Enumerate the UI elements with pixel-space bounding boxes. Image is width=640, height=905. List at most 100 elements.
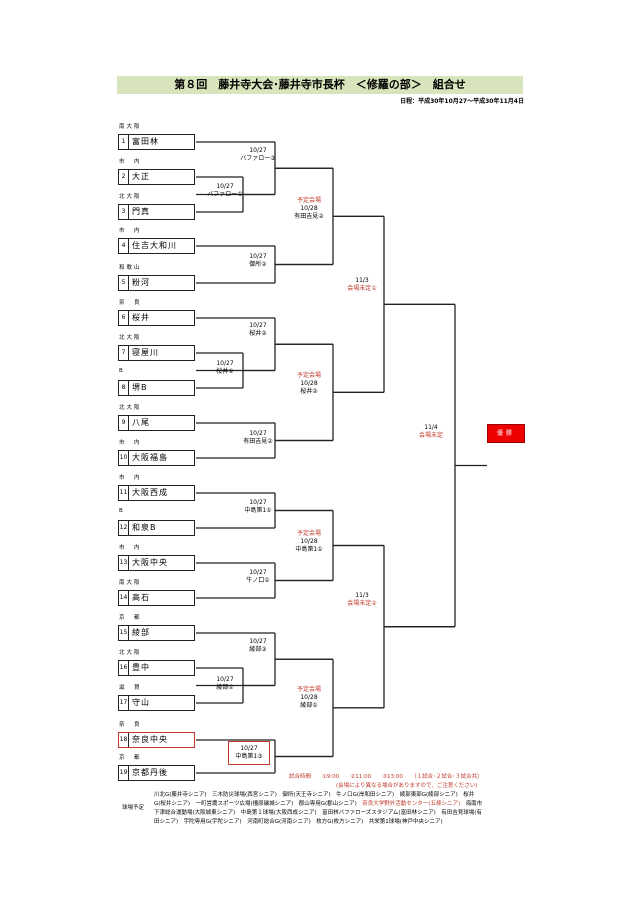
team-region: 南大阪 (119, 580, 142, 586)
team-number: 12 (119, 521, 129, 535)
team-name: 大阪福島 (132, 453, 168, 462)
team-name: 綾部 (132, 628, 150, 637)
match-venue: 桜井② (300, 388, 318, 395)
match-date: 10/27 (249, 430, 267, 437)
match-venue: 中島第1① (295, 546, 323, 553)
match-date: 11/3 (355, 592, 369, 599)
team-region: 奈 良 (119, 300, 142, 306)
team-region: 南大阪 (119, 124, 142, 130)
match-date: 10/27 (216, 183, 234, 190)
match-venue: 綾部③ (249, 646, 267, 653)
team-name: 守山 (132, 698, 150, 707)
team-name: 富田林 (132, 137, 159, 146)
match-date: 11/3 (355, 277, 369, 284)
team-number: 10 (119, 451, 129, 465)
team-number: 17 (119, 696, 129, 710)
match-venue: 中島第1① (244, 507, 272, 514)
match-date: 10/27 (249, 322, 267, 329)
venue-text-highlight: 奈良大学野外活動センター(五條シニア) (362, 801, 461, 807)
team-region: 京 都 (119, 615, 142, 621)
team-name: 和泉B (132, 523, 157, 532)
match-date: 10/27 (249, 638, 267, 645)
venue-tag: 予定会場 (296, 530, 321, 537)
match-venue: 会場未定② (347, 600, 377, 607)
team-name: 桜井 (132, 313, 150, 322)
venue-text: 海南市 (460, 801, 483, 807)
match-venue: 有田吉見② (243, 438, 273, 445)
match-date: 10/27 (216, 676, 234, 683)
team-number: 15 (119, 626, 129, 640)
match-times: 試合時間 ①9:00 ②11:00 ③13:00 （１試合･２試合･３試合共） (289, 774, 483, 780)
team-number: 2 (119, 170, 129, 184)
champion-box: 優勝 (487, 424, 525, 443)
match-date: 10/27 (249, 569, 267, 576)
team-number: 5 (119, 276, 129, 290)
team-name: 大阪中央 (132, 558, 168, 567)
team-name: 豊中 (132, 663, 150, 672)
team-number: 4 (119, 239, 129, 253)
team-region: 市 内 (119, 475, 142, 481)
match-date: 10/28 (300, 694, 318, 701)
match-date: 11/4 (424, 424, 438, 431)
team-region: 北大阪 (119, 405, 142, 411)
venue-line: 田シニア) 宇陀専用G(宇陀シニア) 河南町総合G(河南シニア) 枚方G(枚方シ… (154, 819, 443, 825)
team-region: 北大阪 (119, 335, 142, 341)
match-venue: 桜井① (216, 368, 234, 375)
match-date: 10/27 (216, 360, 234, 367)
team-name: 寝屋川 (132, 348, 159, 357)
team-number: 7 (119, 346, 129, 360)
venue-tag: 予定会場 (296, 372, 321, 379)
team-number: 3 (119, 205, 129, 219)
venue-list: 川北G(藤井寺シニア) 三木防災球場(西宮シニア) 御所(天王寺シニア) 牛ノ口… (154, 791, 524, 827)
match-venue: 綾部① (300, 702, 318, 709)
match-venue: 会場未定 (418, 432, 443, 439)
team-region: 市 内 (119, 545, 142, 551)
match-venue: バファロー③ (240, 155, 276, 162)
match-venue: 桜井② (249, 330, 267, 337)
match-date: 10/27 (249, 253, 267, 260)
team-number: 1 (119, 135, 129, 149)
team-region: 奈 良 (119, 722, 142, 728)
team-name: 住吉大和川 (132, 241, 177, 250)
team-region: B (119, 368, 125, 374)
team-name: 大阪西成 (132, 488, 168, 497)
team-number: 8 (119, 381, 129, 395)
team-region: 北大阪 (119, 650, 142, 656)
team-region: 北大阪 (119, 194, 142, 200)
venue-tag: 予定会場 (296, 197, 321, 204)
venue-text: G(桜井シニア) 一町営農スポーツ広場(橿原磯城シニア) 郡山専用G(郡山シニア… (154, 801, 363, 807)
team-number: 9 (119, 416, 129, 430)
match-date: 10/27 (249, 499, 267, 506)
venue-label: 球場予定 (122, 805, 145, 811)
